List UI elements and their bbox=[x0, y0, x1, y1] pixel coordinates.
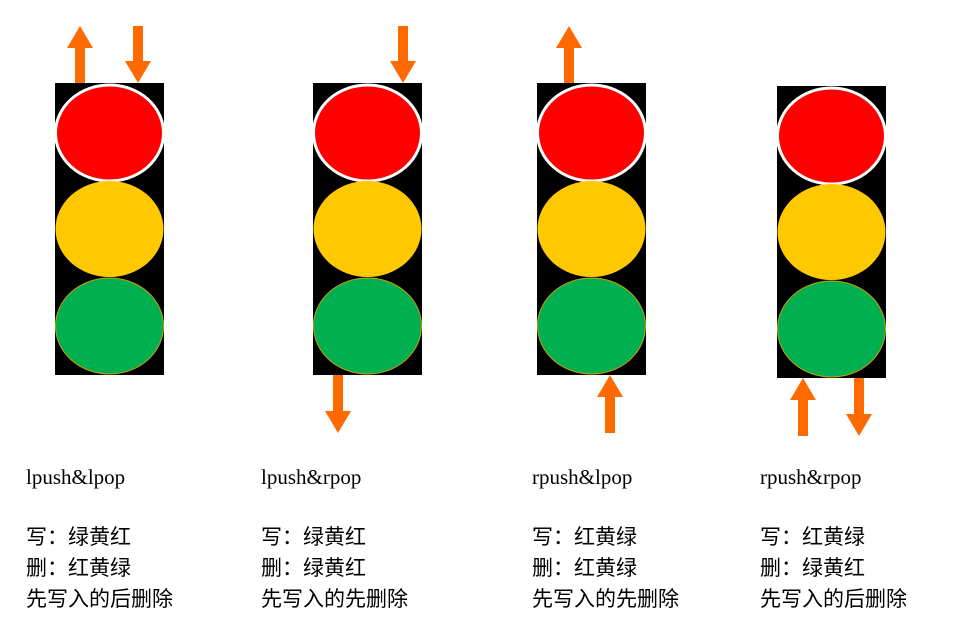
panel-title: lpush&rpop bbox=[261, 465, 362, 489]
yellow-lamp bbox=[55, 181, 164, 277]
arrow-up-icon bbox=[556, 26, 582, 83]
arrow-up-icon bbox=[597, 375, 623, 433]
traffic-light-lpush-lpop bbox=[54, 26, 165, 375]
yellow-lamp bbox=[777, 184, 886, 280]
panel-title: lpush&lpop bbox=[26, 465, 126, 489]
green-lamp bbox=[313, 277, 422, 375]
red-lamp bbox=[54, 83, 165, 183]
write-order-text: 写：红黄绿 bbox=[532, 525, 637, 549]
traffic-light-lpush-rpop bbox=[312, 26, 423, 433]
caption-rpush-lpop: rpush&lpop 写：红黄绿 删：红黄绿 先写入的先删除 bbox=[532, 462, 679, 615]
caption-rpush-rpop: rpush&rpop 写：红黄绿 删：绿黄红 先写入的后删除 bbox=[760, 462, 907, 615]
red-lamp bbox=[312, 83, 423, 183]
green-lamp bbox=[537, 277, 646, 375]
write-order-text: 写：红黄绿 bbox=[760, 525, 865, 549]
order-summary-text: 先写入的先删除 bbox=[261, 587, 408, 611]
caption-lpush-rpop: lpush&rpop 写：绿黄红 删：绿黄红 先写入的先删除 bbox=[261, 462, 408, 615]
traffic-light-rpush-lpop bbox=[536, 26, 647, 433]
arrow-down-icon bbox=[325, 375, 351, 433]
panel-title: rpush&rpop bbox=[760, 465, 862, 489]
panel-title: rpush&lpop bbox=[532, 465, 633, 489]
order-summary-text: 先写入的先删除 bbox=[532, 587, 679, 611]
delete-order-text: 删：红黄绿 bbox=[532, 556, 637, 580]
delete-order-text: 删：绿黄红 bbox=[261, 556, 366, 580]
delete-order-text: 删：红黄绿 bbox=[26, 556, 131, 580]
arrow-down-icon bbox=[125, 26, 151, 83]
arrow-down-icon bbox=[390, 26, 416, 83]
red-lamp bbox=[536, 83, 647, 183]
delete-order-text: 删：绿黄红 bbox=[760, 556, 865, 580]
red-lamp bbox=[776, 86, 887, 186]
yellow-lamp bbox=[313, 181, 422, 277]
write-order-text: 写：绿黄红 bbox=[261, 525, 366, 549]
order-summary-text: 先写入的后删除 bbox=[26, 587, 173, 611]
arrow-down-icon bbox=[846, 378, 872, 436]
arrow-up-icon bbox=[67, 26, 93, 83]
arrow-up-icon bbox=[790, 378, 816, 436]
green-lamp bbox=[777, 280, 886, 378]
order-summary-text: 先写入的后删除 bbox=[760, 587, 907, 611]
traffic-light-rpush-rpop bbox=[776, 86, 887, 436]
yellow-lamp bbox=[537, 181, 646, 277]
write-order-text: 写：绿黄红 bbox=[26, 525, 131, 549]
caption-lpush-lpop: lpush&lpop 写：绿黄红 删：红黄绿 先写入的后删除 bbox=[26, 462, 173, 615]
green-lamp bbox=[55, 277, 164, 375]
